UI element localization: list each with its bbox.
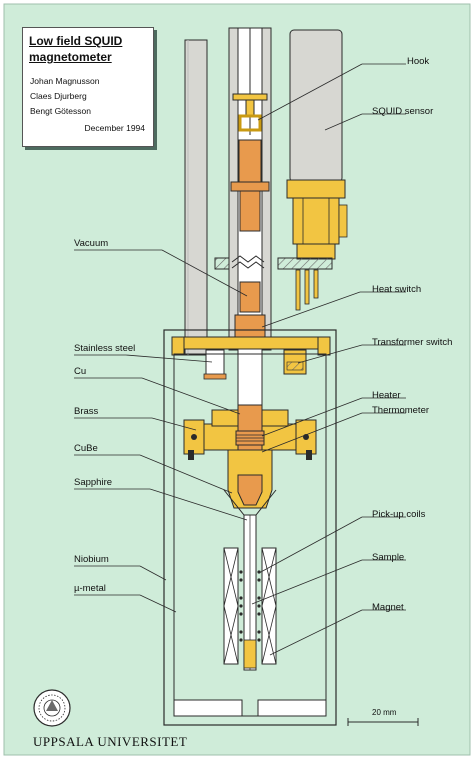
- label-mu-metal: µ-metal: [74, 583, 106, 594]
- label-niobium: Niobium: [74, 554, 109, 565]
- mu-metal-inner-wall: [173, 353, 327, 717]
- university-seal-icon: [33, 689, 71, 727]
- label-stainless-steel: Stainless steel: [74, 343, 136, 354]
- label-heater: Heater: [372, 390, 401, 401]
- copper-vacuum-piece: [239, 281, 261, 313]
- magnet-left: [223, 547, 239, 665]
- magnet-right: [261, 547, 277, 665]
- date: December 1994: [84, 123, 145, 133]
- squid-fitting-mid: [292, 197, 340, 245]
- niobium-outer-wall: [163, 329, 337, 726]
- label-brass: Brass: [74, 406, 99, 417]
- label-sample: Sample: [372, 552, 405, 563]
- scale-bar: [347, 718, 419, 726]
- left-tube: [184, 39, 208, 356]
- label-vacuum: Vacuum: [74, 238, 109, 249]
- label-hook: Hook: [407, 56, 430, 67]
- author-2: Claes Djurberg: [30, 91, 87, 101]
- squid-fitting-top: [286, 179, 346, 199]
- label-magnet: Magnet: [372, 602, 404, 613]
- author-1: Johan Magnusson: [30, 76, 100, 86]
- title-line-2: magnetometer: [29, 50, 112, 64]
- label-thermometer: Thermometer: [372, 405, 430, 416]
- institution-name: UPPSALA UNIVERSITET: [33, 734, 188, 749]
- copper-upper-1: [238, 139, 262, 183]
- label-cube: CuBe: [74, 443, 98, 454]
- scale-bar-label: 20 mm: [372, 708, 397, 717]
- label-squid-sensor: SQUID sensor: [372, 106, 434, 117]
- label-transformer-switch: Transformer switch: [372, 337, 453, 348]
- label-heat-switch: Heat switch: [372, 284, 422, 295]
- cryostat-lid: [171, 336, 331, 350]
- copper-block: [237, 404, 263, 432]
- pickup-coils: [239, 570, 261, 642]
- title-line-1: Low field SQUID: [29, 34, 123, 48]
- squid-mount-plate: [277, 257, 333, 270]
- squid-sensor-body: [289, 29, 343, 183]
- leader-lines: [74, 63, 406, 656]
- hook-bar: [232, 93, 268, 101]
- label-cu: Cu: [74, 366, 87, 377]
- label-sapphire: Sapphire: [74, 477, 113, 488]
- author-3: Bengt Götesson: [30, 106, 91, 116]
- title-box: Low field SQUID magnetometer Johan Magnu…: [22, 27, 154, 147]
- label-pickup-coils: Pick-up coils: [372, 509, 426, 520]
